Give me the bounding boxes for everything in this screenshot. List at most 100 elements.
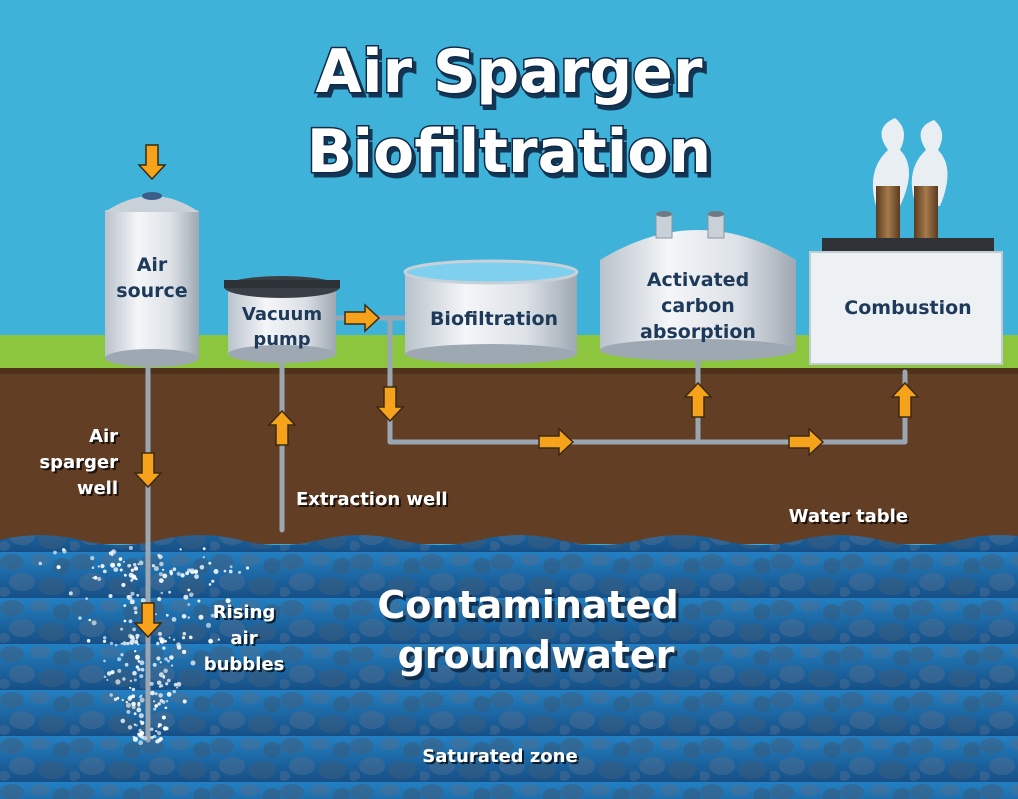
air-bubble	[165, 613, 169, 617]
air-bubble	[157, 725, 160, 728]
air-bubble	[127, 725, 133, 730]
air-bubble	[140, 667, 145, 672]
air-bubble	[119, 568, 123, 572]
air-bubble	[157, 702, 161, 706]
air-bubble	[131, 705, 136, 710]
air-bubble	[166, 692, 172, 697]
arrow-to-carbon	[683, 381, 713, 418]
air-bubble	[189, 592, 194, 598]
air-source-label-1: Air	[137, 254, 168, 276]
air-sparger-well-label-2: sparger	[39, 452, 118, 473]
air-bubble	[115, 679, 121, 685]
air-bubble	[120, 718, 126, 724]
air-bubble	[125, 702, 132, 708]
air-bubble	[195, 571, 198, 574]
air-bubble	[136, 593, 140, 597]
air-bubble	[123, 604, 127, 607]
rising-bubbles-label-1: Rising	[213, 602, 276, 623]
air-bubble	[179, 548, 182, 551]
air-bubble	[135, 636, 139, 640]
air-bubble	[181, 614, 187, 619]
air-bubble	[158, 693, 163, 698]
air-bubble	[181, 649, 187, 655]
air-bubble	[113, 697, 117, 702]
air-bubble	[120, 627, 124, 631]
air-bubble	[131, 687, 136, 692]
vacuum-pump-label-1: Vacuum	[242, 304, 322, 325]
arrow-sparger-well-1	[133, 452, 163, 489]
air-bubble	[187, 616, 190, 619]
smoke-right	[911, 120, 948, 206]
air-bubble	[137, 703, 141, 707]
air-bubble	[135, 665, 139, 669]
air-bubble	[182, 631, 187, 636]
air-bubble	[152, 662, 157, 667]
rising-bubbles-label-3: bubbles	[204, 654, 285, 675]
air-bubble	[121, 582, 126, 588]
arrow-air-intake	[137, 144, 167, 181]
biofiltration-label: Biofiltration	[430, 308, 558, 330]
vacuum-pump-label-2: pump	[253, 329, 310, 350]
air-bubble	[127, 594, 133, 601]
air-bubble	[183, 594, 189, 600]
air-bubble	[181, 636, 186, 640]
air-bubble	[168, 590, 172, 594]
air-bubble	[187, 603, 191, 606]
air-bubble	[121, 698, 125, 702]
stack-left	[876, 186, 900, 240]
title-line-1: Air Sparger	[316, 37, 703, 107]
air-bubble	[162, 573, 168, 579]
air-bubble	[139, 697, 145, 703]
air-bubble	[189, 568, 195, 574]
air-bubble	[113, 567, 119, 572]
air-bubble	[102, 569, 107, 574]
air-bubble	[165, 700, 169, 703]
air-bubble	[118, 557, 123, 561]
air-bubble	[202, 556, 205, 559]
arrow-to-biofiltration	[344, 303, 381, 333]
air-bubble	[133, 606, 138, 611]
air-bubble	[210, 613, 215, 618]
air-bubble	[189, 635, 193, 640]
air-bubble	[154, 704, 158, 708]
air-bubble	[156, 680, 162, 686]
flow-arrows	[133, 144, 920, 639]
air-bubble	[139, 660, 145, 666]
air-bubble	[134, 654, 140, 660]
air-bubble	[130, 568, 135, 572]
air-bubble	[103, 675, 107, 679]
title-line-2: Biofiltration	[307, 117, 712, 187]
air-bubble	[168, 636, 171, 639]
air-bubble	[176, 642, 181, 647]
air-bubble	[133, 563, 137, 567]
air-bubble	[238, 570, 242, 574]
air-bubble	[122, 677, 126, 681]
air-bubble	[155, 740, 158, 743]
air-bubble	[103, 636, 107, 640]
air-bubble	[97, 577, 102, 581]
air-bubble	[128, 572, 134, 578]
air-bubble	[117, 668, 122, 673]
air-bubble	[140, 721, 144, 726]
air-bubble	[108, 594, 113, 598]
air-bubble	[117, 562, 121, 567]
air-bubble	[142, 735, 147, 741]
air-bubble	[85, 597, 88, 600]
air-bubble	[172, 638, 176, 641]
air-bubble	[190, 660, 196, 666]
air-bubble	[150, 727, 154, 731]
air-bubble	[165, 682, 169, 686]
arrow-flow-right-2	[788, 427, 825, 457]
air-bubble	[122, 641, 127, 646]
air-bubble	[153, 700, 156, 703]
air-bubble	[120, 642, 123, 645]
air-bubble	[124, 662, 129, 667]
air-bubble	[173, 682, 178, 687]
arrow-treatment-down	[375, 386, 405, 423]
air-bubble	[68, 591, 73, 596]
arrow-to-combustion	[890, 381, 920, 418]
biofiltration-tank	[403, 259, 579, 364]
air-bubble	[139, 720, 142, 723]
air-bubble	[91, 620, 97, 626]
